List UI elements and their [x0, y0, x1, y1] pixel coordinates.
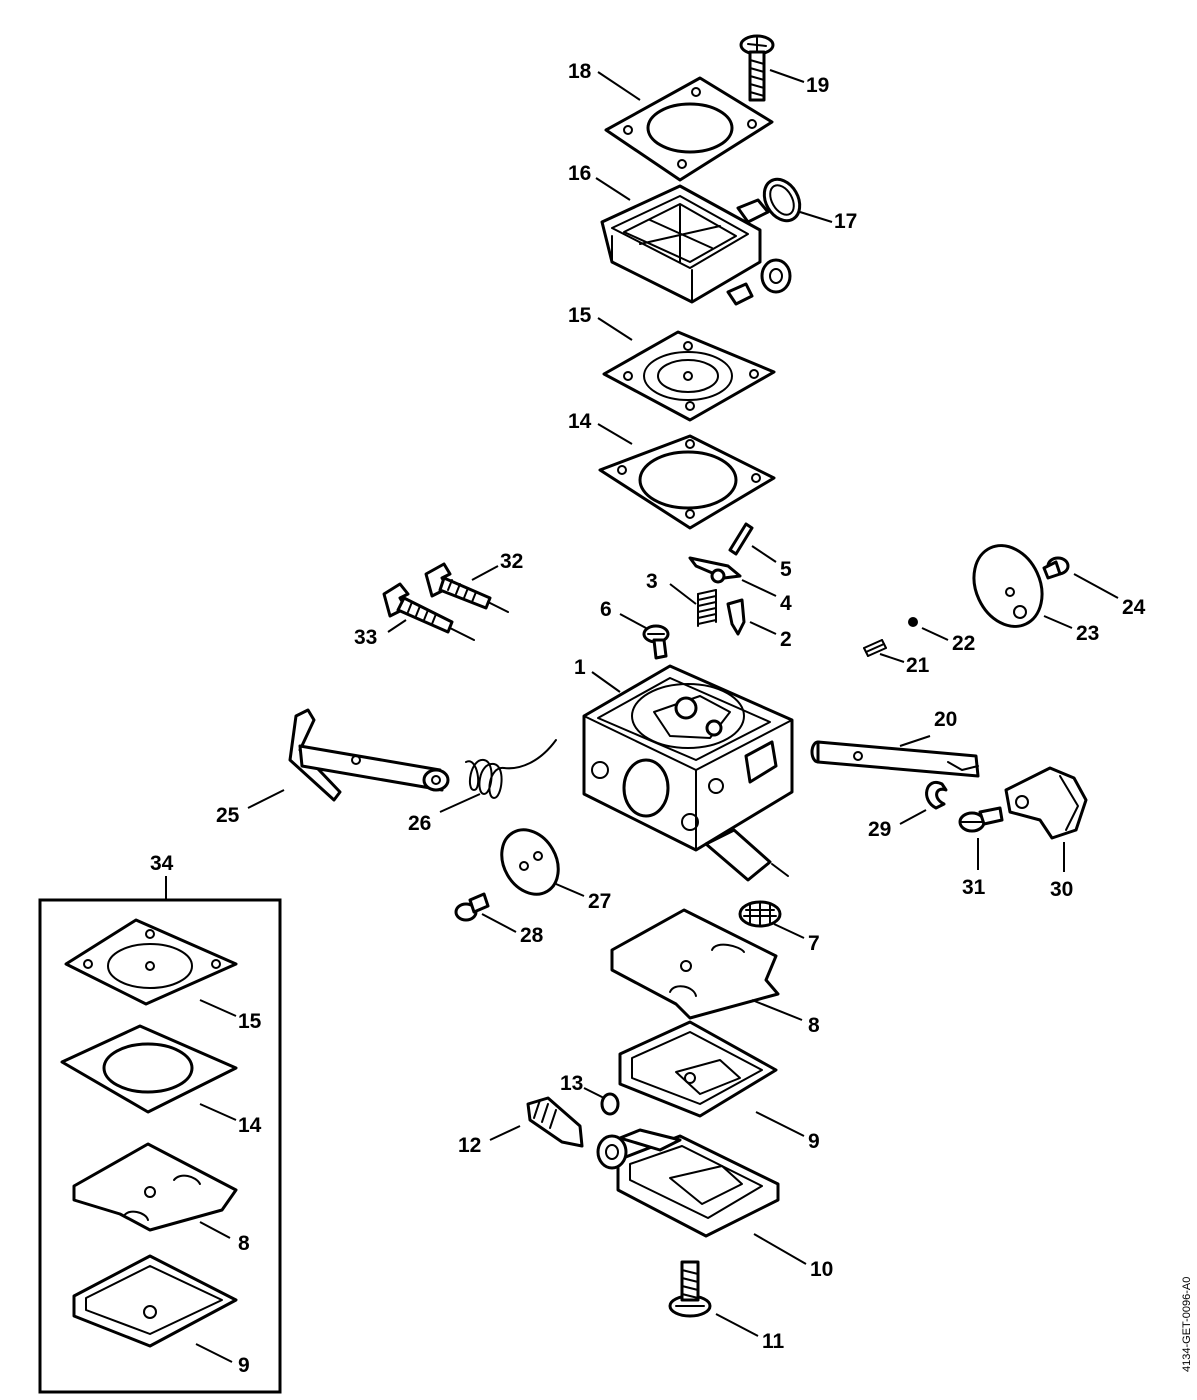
pump-cover-part-16[interactable] [600, 184, 792, 306]
screw-part-24[interactable] [1042, 556, 1070, 580]
callout-27: 27 [588, 890, 611, 913]
leader-lines [165, 69, 1119, 1363]
callout-16: 16 [568, 162, 591, 185]
callout-28: 28 [520, 924, 544, 947]
callout-30: 30 [1050, 878, 1073, 901]
callout-2: 2 [780, 628, 792, 651]
callout-5: 5 [780, 558, 792, 581]
callout-14: 14 [568, 410, 592, 433]
callout-1: 1 [574, 656, 586, 679]
kit-callout-15: 15 [238, 1010, 262, 1033]
callout-18: 18 [568, 60, 592, 83]
screw-part-6[interactable] [642, 624, 670, 660]
throttle-lever-part-30[interactable] [1004, 766, 1088, 840]
callout-17: 17 [834, 210, 857, 233]
callout-6: 6 [600, 598, 612, 621]
callout-3: 3 [646, 570, 658, 593]
screw-part-19[interactable] [739, 34, 775, 102]
fuel-screen-part-7[interactable] [738, 900, 782, 928]
callout-24: 24 [1122, 596, 1146, 619]
callout-21: 21 [906, 654, 930, 677]
screw-part-31[interactable] [958, 806, 1004, 833]
callout-31: 31 [962, 876, 986, 899]
screw-part-11[interactable] [668, 1260, 712, 1318]
ball-part-22[interactable] [908, 617, 918, 627]
callout-7: 7 [808, 932, 820, 955]
callout-26: 26 [408, 812, 431, 835]
callout-11: 11 [762, 1330, 785, 1353]
spring-part-21[interactable] [863, 639, 887, 657]
throttle-valve-part-23[interactable] [961, 534, 1055, 637]
drawing-code: 4134-GET-0096-A0 [1181, 1277, 1193, 1372]
callout-33: 33 [354, 626, 377, 649]
kit-callout-9: 9 [238, 1354, 250, 1377]
callout-20: 20 [934, 708, 957, 731]
callout-12: 12 [458, 1134, 481, 1157]
spring-part-3[interactable] [697, 589, 717, 627]
throttle-shaft-part-20[interactable] [810, 740, 980, 778]
choke-shaft-part-25[interactable] [288, 708, 450, 802]
callout-22: 22 [952, 632, 975, 655]
callout-19: 19 [806, 74, 829, 97]
choke-valve-part-27[interactable] [490, 820, 569, 905]
gasket-part-9[interactable] [618, 1020, 778, 1118]
callout-34: 34 [150, 852, 174, 875]
kit-callout-8: 8 [238, 1232, 250, 1255]
gasket-part-14[interactable] [598, 434, 776, 530]
adjusting-screw-part-33[interactable] [382, 582, 475, 641]
o-ring-part-17[interactable] [757, 173, 807, 227]
callout-numbers: 18 19 16 17 15 14 5 4 3 2 6 1 32 33 21 2… [150, 60, 1146, 1377]
spring-part-26[interactable] [465, 739, 557, 799]
inlet-needle-part-2[interactable] [726, 598, 746, 636]
control-lever-part-4[interactable] [688, 556, 742, 584]
valve-part-12[interactable] [526, 1096, 584, 1148]
callout-25: 25 [216, 804, 240, 827]
callout-10: 10 [810, 1258, 833, 1281]
callout-23: 23 [1076, 622, 1099, 645]
plug-part-13[interactable] [600, 1092, 620, 1116]
e-clip-part-29[interactable] [925, 780, 948, 810]
callout-8: 8 [808, 1014, 820, 1037]
pin-part-5[interactable] [728, 522, 754, 556]
diaphragm-part-8[interactable] [610, 908, 780, 1020]
repair-kit-box-part-34[interactable] [38, 898, 282, 1394]
kit-callout-14: 14 [238, 1114, 262, 1137]
diaphragm-part-15[interactable] [602, 330, 776, 422]
callout-15: 15 [568, 304, 592, 327]
callout-29: 29 [868, 818, 891, 841]
gasket-part-18[interactable] [604, 76, 774, 182]
callout-32: 32 [500, 550, 523, 573]
adjusting-screw-part-32[interactable] [424, 562, 509, 613]
callout-4: 4 [780, 592, 792, 615]
metering-cover-part-10[interactable] [596, 1128, 780, 1238]
callout-13: 13 [560, 1072, 583, 1095]
screw-part-28[interactable] [454, 892, 490, 922]
callout-9: 9 [808, 1130, 820, 1153]
carburetor-body-part-1[interactable] [582, 664, 794, 882]
